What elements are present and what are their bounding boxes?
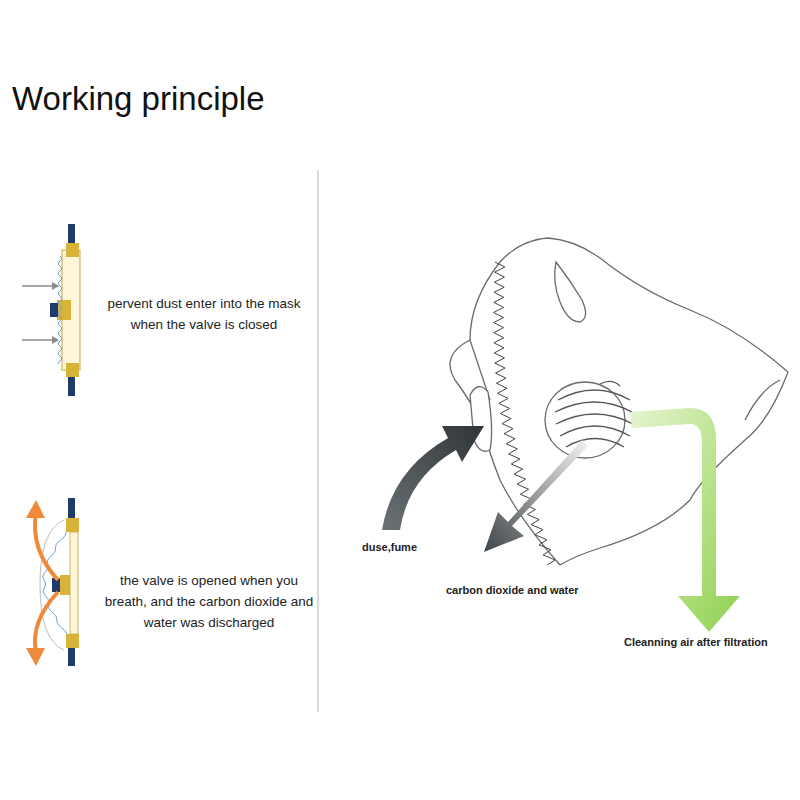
mask-illustration <box>450 238 788 565</box>
dust-arrow <box>382 426 484 530</box>
closed-valve-note: pervent dust enter into the mask when th… <box>95 293 313 335</box>
clean-air-arrow <box>630 408 740 632</box>
closed-valve-section <box>22 224 80 396</box>
open-valve-section <box>26 498 79 666</box>
clean-air-label: Cleanning air after filtration <box>624 636 768 648</box>
diagram-title: Working principle <box>12 80 265 118</box>
inflow-label: duse,fume <box>362 541 417 553</box>
divider-line <box>317 170 319 712</box>
open-valve-note: the valve is opened when you breath, and… <box>104 570 314 633</box>
exhaust-arrow <box>484 440 588 552</box>
exhaust-label: carbon dioxide and water <box>446 584 579 596</box>
